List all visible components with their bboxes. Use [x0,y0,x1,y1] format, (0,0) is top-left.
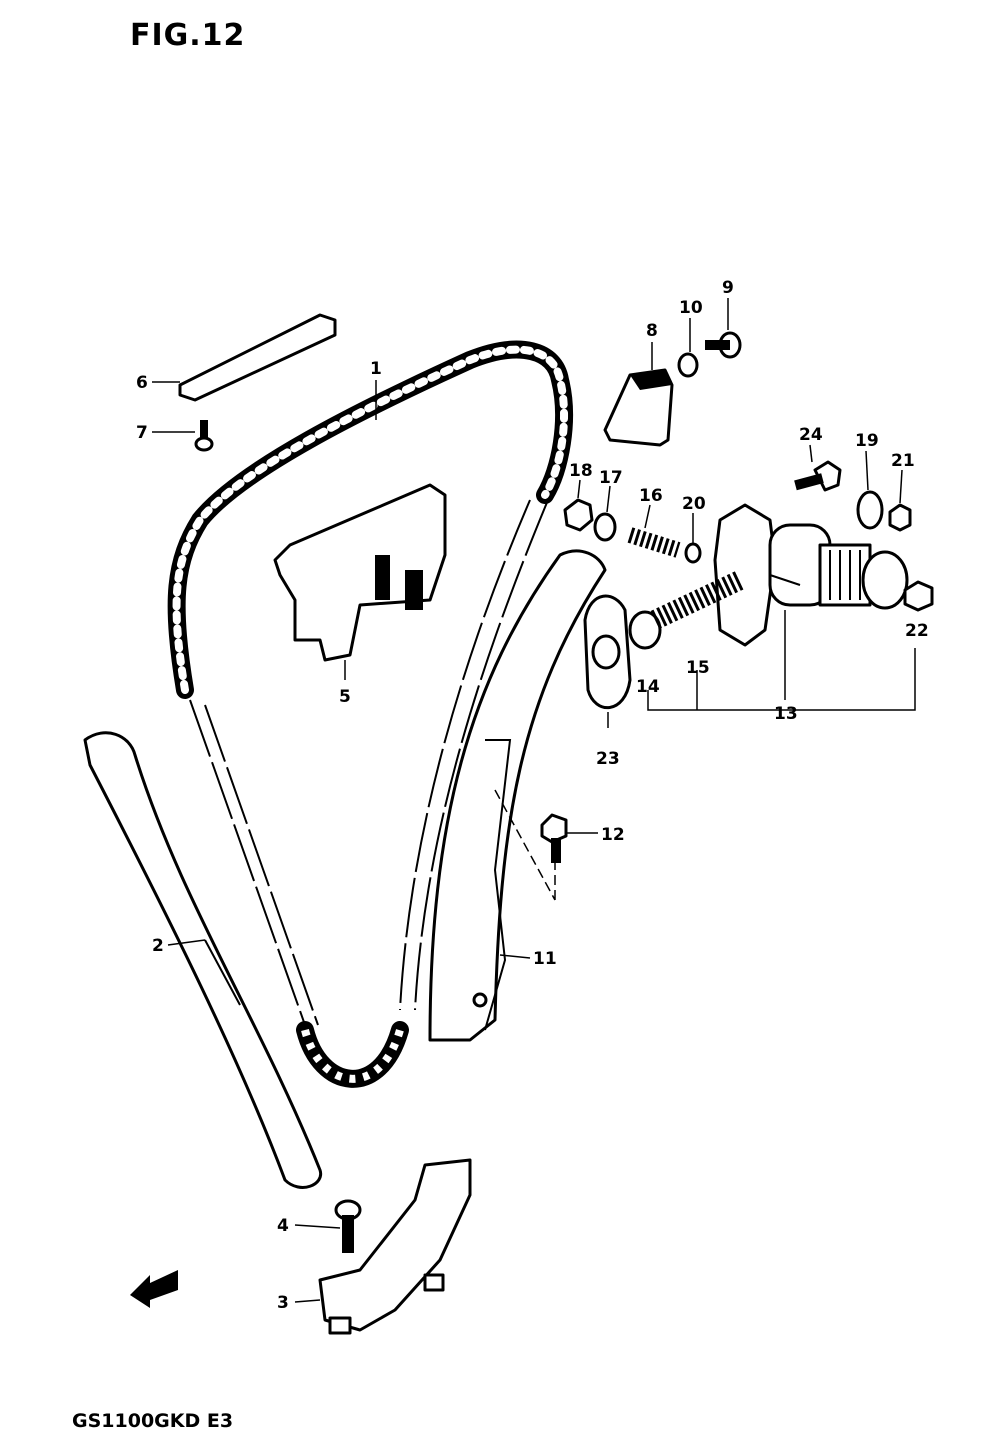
callout-7: 7 [136,423,148,443]
callout-18: 18 [569,461,593,481]
callout-17: 17 [599,468,623,488]
callout-11: 11 [533,949,557,969]
bolt-9 [705,331,742,359]
push-rod-spring [628,570,745,650]
nut-21 [888,503,912,532]
bolt-24 [794,460,842,492]
callout-8: 8 [646,321,658,341]
callout-10: 10 [679,298,703,318]
callout-4: 4 [277,1216,289,1236]
chain-guide-rear [83,731,323,1189]
callout-24: 24 [799,425,823,445]
callout-22: 22 [905,621,929,641]
callout-3: 3 [277,1293,289,1313]
callout-6: 6 [136,373,148,393]
callout-12: 12 [601,825,625,845]
tensioner-pad-8 [603,368,674,447]
callout-23: 23 [596,749,620,769]
callout-labels: 1 2 3 4 5 6 7 8 9 10 11 12 13 14 15 16 1… [136,278,929,1313]
tensioner-assembly [713,503,909,647]
o-ring-20 [684,542,702,564]
washer-17 [593,512,617,542]
bolt-4 [334,1199,362,1253]
chain-guide-upper [273,483,447,662]
callout-15: 15 [686,658,710,678]
model-code: GS1100GKD E3 [72,1410,234,1432]
chain-guide-6 [178,313,337,402]
callout-19: 19 [855,431,879,451]
leader-lines [152,298,916,1303]
figure-title: FIG.12 [130,18,246,53]
nut-18 [563,498,594,532]
callout-9: 9 [722,278,734,298]
callout-16: 16 [639,486,663,506]
callout-2: 2 [152,936,164,956]
callout-1: 1 [370,359,382,379]
o-ring-19 [856,490,884,530]
callout-21: 21 [891,451,915,471]
callout-20: 20 [682,494,706,514]
spring-16 [627,527,681,558]
chain-guide-bottom [318,1158,472,1335]
washer-10 [677,352,699,378]
bolt-12 [540,813,568,863]
callout-5: 5 [339,687,351,707]
callout-13: 13 [774,704,798,724]
front-arrow-icon [130,1270,178,1308]
cam-chain [167,340,573,1088]
screw-7 [194,420,214,452]
gasket-23 [583,594,632,709]
callout-14: 14 [636,677,660,697]
nut-22 [903,580,934,612]
chain-tensioner-guide [428,549,607,1042]
